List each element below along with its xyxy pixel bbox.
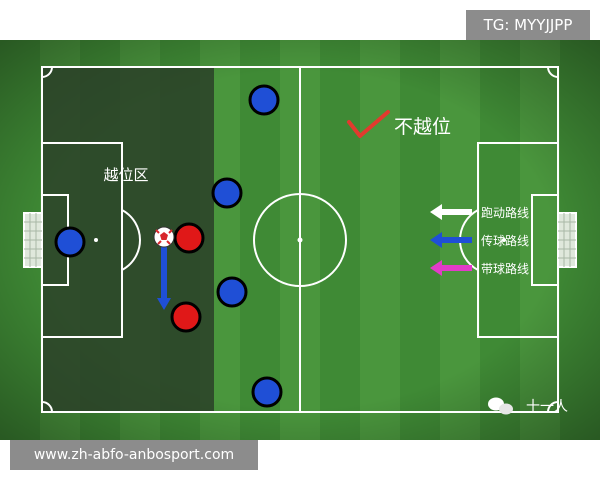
right-goal: [557, 212, 577, 268]
url-watermark: www.zh-abfo-anbosport.com: [10, 440, 258, 470]
soccer-pitch: 越位区: [0, 40, 600, 440]
dribble-route-arrow-icon: [430, 260, 442, 276]
center-spot: [297, 237, 303, 243]
brand-label: 十一人: [526, 399, 568, 415]
route-legend: 跑动路线 传球路线 带球路线: [430, 204, 529, 276]
blue-player: [54, 226, 86, 258]
wechat-icon: [488, 397, 513, 415]
red-player: [170, 301, 202, 333]
not-offside-label: 不越位: [394, 116, 451, 138]
run-route-label: 跑动路线: [481, 205, 529, 220]
red-players: [170, 222, 205, 333]
blue-player: [251, 376, 283, 408]
left-goal: [23, 212, 43, 268]
corner-arc-tl: [41, 66, 53, 78]
corner-arc-br: [547, 401, 559, 413]
soccer-ball-icon: [153, 226, 175, 248]
blue-player: [248, 84, 280, 116]
pitch-diagram: 越位区: [0, 40, 600, 440]
dribble-arrowhead: [157, 298, 171, 310]
pass-route-label: 传球路线: [481, 233, 529, 248]
left-penalty-spot: [94, 238, 98, 242]
corner-arc-bl: [41, 401, 53, 413]
left-penalty-arc: [121, 209, 141, 271]
right-penalty-spot: [502, 238, 506, 242]
check-mark-icon: [347, 110, 390, 138]
tg-watermark: TG: MYYJJPP: [466, 10, 590, 40]
corner-arc-tr: [547, 66, 559, 78]
blue-player: [216, 276, 248, 308]
blue-players: [54, 84, 283, 408]
red-player: [173, 222, 205, 254]
center-circle: [253, 193, 347, 287]
blue-player: [211, 177, 243, 209]
dribble-route-label: 带球路线: [481, 261, 529, 276]
pass-route-arrow-icon: [430, 232, 442, 248]
run-route-arrow-icon: [430, 204, 442, 220]
offside-zone-label: 越位区: [103, 166, 148, 184]
